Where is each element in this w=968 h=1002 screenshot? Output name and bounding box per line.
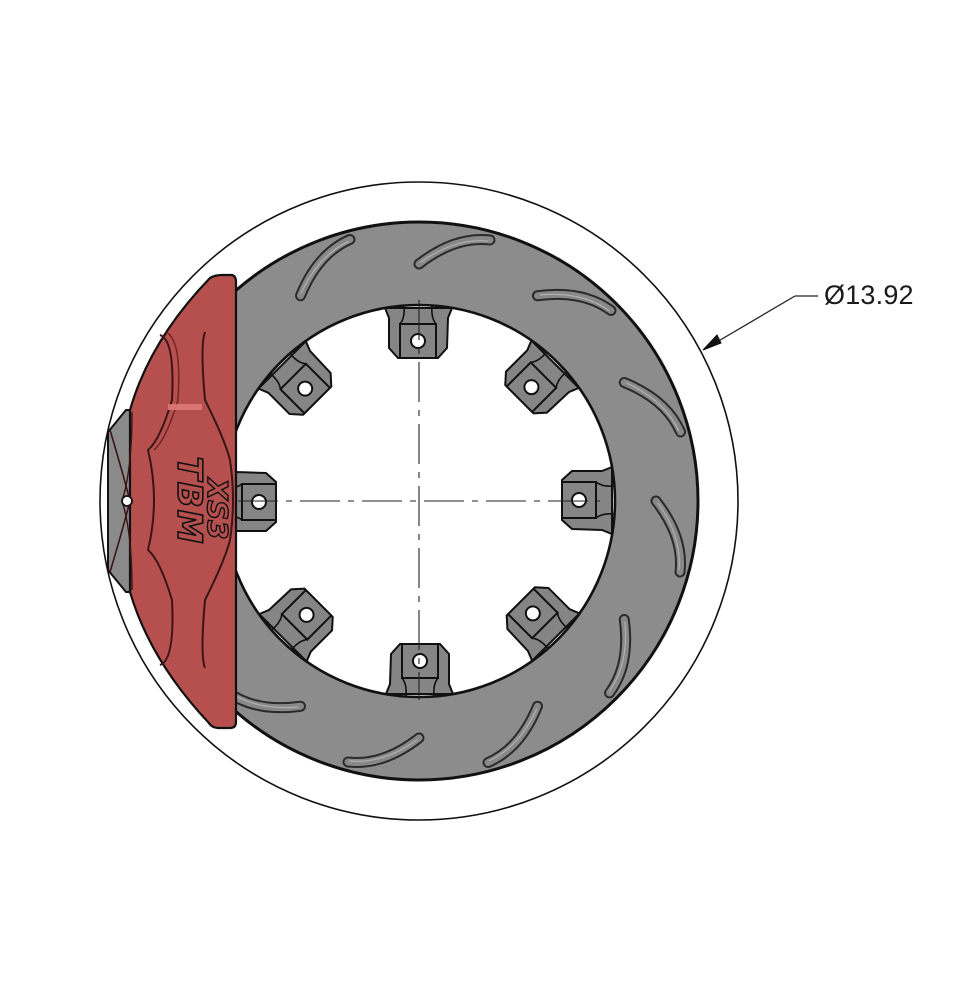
- rotor-slots: [157, 239, 681, 763]
- rotor: [138, 220, 700, 782]
- centerlines: [238, 300, 600, 700]
- dimension-leader: [702, 295, 818, 351]
- caliper-bleed-hole: [121, 495, 133, 507]
- diameter-dimension-label: Ø13.92: [824, 280, 914, 310]
- caliper-brand-logo: TBM: [169, 457, 209, 546]
- caliper-model-logo: XS3: [201, 476, 234, 539]
- clearance-circle: [99, 181, 739, 821]
- caliper: TBM XS3: [107, 273, 238, 730]
